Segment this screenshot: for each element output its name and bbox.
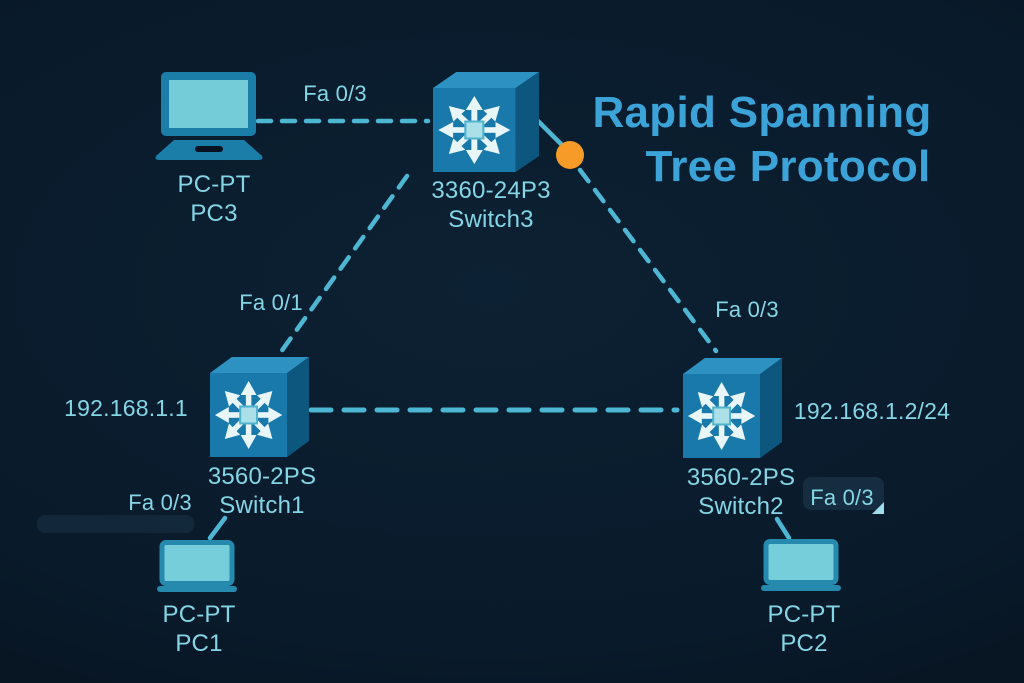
device-label-pc3: PC-PT PC3 — [178, 170, 251, 228]
device-label-pc1: PC-PT PC1 — [163, 600, 236, 658]
device-name: Switch3 — [448, 206, 534, 233]
laptop-icon-pc3 — [150, 72, 268, 164]
ip-label-switch2: 192.168.1.2/24 — [793, 398, 951, 424]
device-label-switch1: 3560-2PS Switch1 — [208, 462, 316, 520]
title-line-2: Tree Protocol — [645, 142, 931, 191]
link-switch1-pc1 — [207, 515, 228, 541]
device-model: PC-PT — [162, 601, 236, 628]
link-switch3-switch1 — [275, 173, 410, 359]
title-line-1: Rapid Spanning — [592, 88, 932, 137]
diagram-title: Rapid Spanning Tree Protocol — [588, 86, 936, 194]
device-name: Switch1 — [219, 492, 305, 519]
device-label-switch3: 3360-24P3 Switch3 — [431, 176, 550, 234]
device-label-switch2: 3560-2PS Switch2 — [687, 463, 795, 521]
faint-highlight-box — [803, 477, 884, 510]
device-model: 3560-2PS — [686, 464, 796, 491]
laptop-icon-pc1 — [157, 540, 237, 592]
device-model: 3560-2PS — [207, 463, 317, 490]
device-name: PC2 — [780, 630, 828, 657]
multilayer-switch-icon-switch3 — [433, 72, 539, 172]
device-name: Switch2 — [698, 493, 784, 520]
port-label-switch3-switch2: Fa 0/3 — [715, 297, 779, 322]
small-wedge-mark — [872, 502, 884, 514]
multilayer-switch-icon-switch2 — [683, 358, 782, 458]
port-label-switch1-pc1: Fa 0/3 — [128, 490, 192, 515]
device-model: 3360-24P3 — [431, 177, 551, 204]
link-switch2-pc2 — [774, 516, 792, 541]
port-label-pc3-switch3: Fa 0/3 — [303, 81, 367, 106]
multilayer-switch-icon-switch1 — [210, 357, 309, 457]
device-model: PC-PT — [177, 171, 251, 198]
device-label-pc2: PC-PT PC2 — [768, 600, 841, 658]
faint-highlight-box — [37, 515, 194, 533]
device-model: PC-PT — [767, 601, 841, 628]
laptop-icon-pc2 — [761, 539, 841, 591]
port-label-switch3-switch1: Fa 0/1 — [239, 290, 303, 315]
orange-status-dot — [556, 141, 584, 169]
device-name: PC1 — [175, 630, 223, 657]
ip-label-switch1: 192.168.1.1 — [64, 395, 188, 421]
device-name: PC3 — [190, 200, 238, 227]
port-label-switch2-pc2: Fa 0/3 — [810, 485, 874, 510]
link-switch3-switch2 — [577, 167, 719, 354]
